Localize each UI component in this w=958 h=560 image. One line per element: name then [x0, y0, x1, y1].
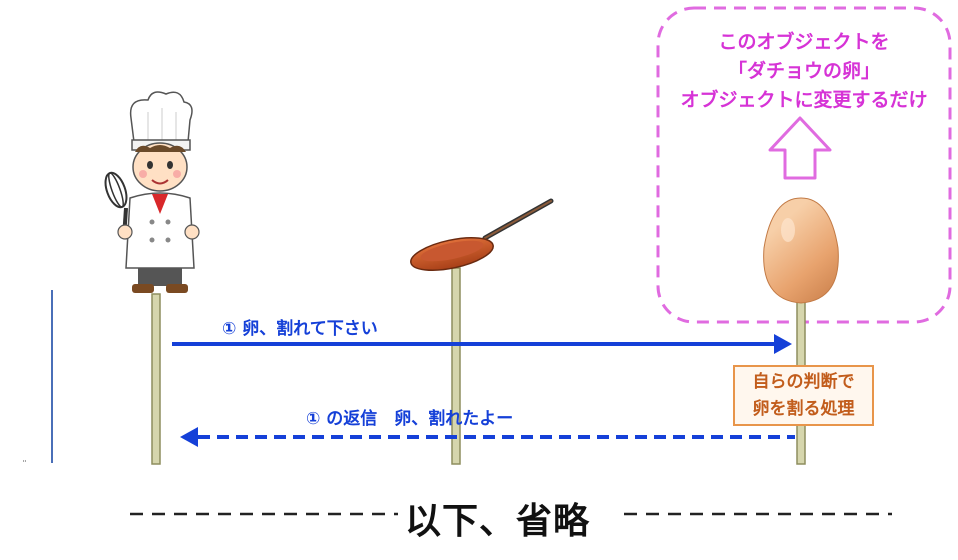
reply-message-label: ① の返信 卵、割れたよー — [306, 409, 514, 429]
callout-line-1: このオブジェクトを — [718, 31, 890, 53]
process-line-1: 自らの判断で — [752, 372, 855, 392]
chef-icon — [104, 91, 200, 293]
reply-arrow — [180, 427, 795, 447]
request-message-label: ① 卵、割れて下さい — [222, 319, 378, 339]
process-box: 自らの判断で 卵を割る処理 — [733, 365, 874, 426]
frying-pan-icon — [410, 198, 554, 271]
egg-icon — [763, 197, 839, 304]
callout-text: このオブジェクトを 「ダチョウの卵」 オブジェクトに変更するだけ — [666, 28, 942, 115]
stray-mark: ¨ — [22, 460, 27, 471]
footer: 以下、省略 — [0, 488, 958, 542]
footer-label: 以下、省略 — [405, 501, 591, 542]
up-arrow-icon — [768, 116, 832, 180]
callout-line-2: 「ダチョウの卵」 — [727, 60, 880, 82]
request-arrow — [172, 334, 792, 354]
lifeline-chef — [151, 293, 161, 465]
lifeline-pan — [451, 267, 461, 465]
callout-line-3: オブジェクトに変更するだけ — [680, 89, 928, 111]
process-line-2: 卵を割る処理 — [752, 399, 855, 419]
